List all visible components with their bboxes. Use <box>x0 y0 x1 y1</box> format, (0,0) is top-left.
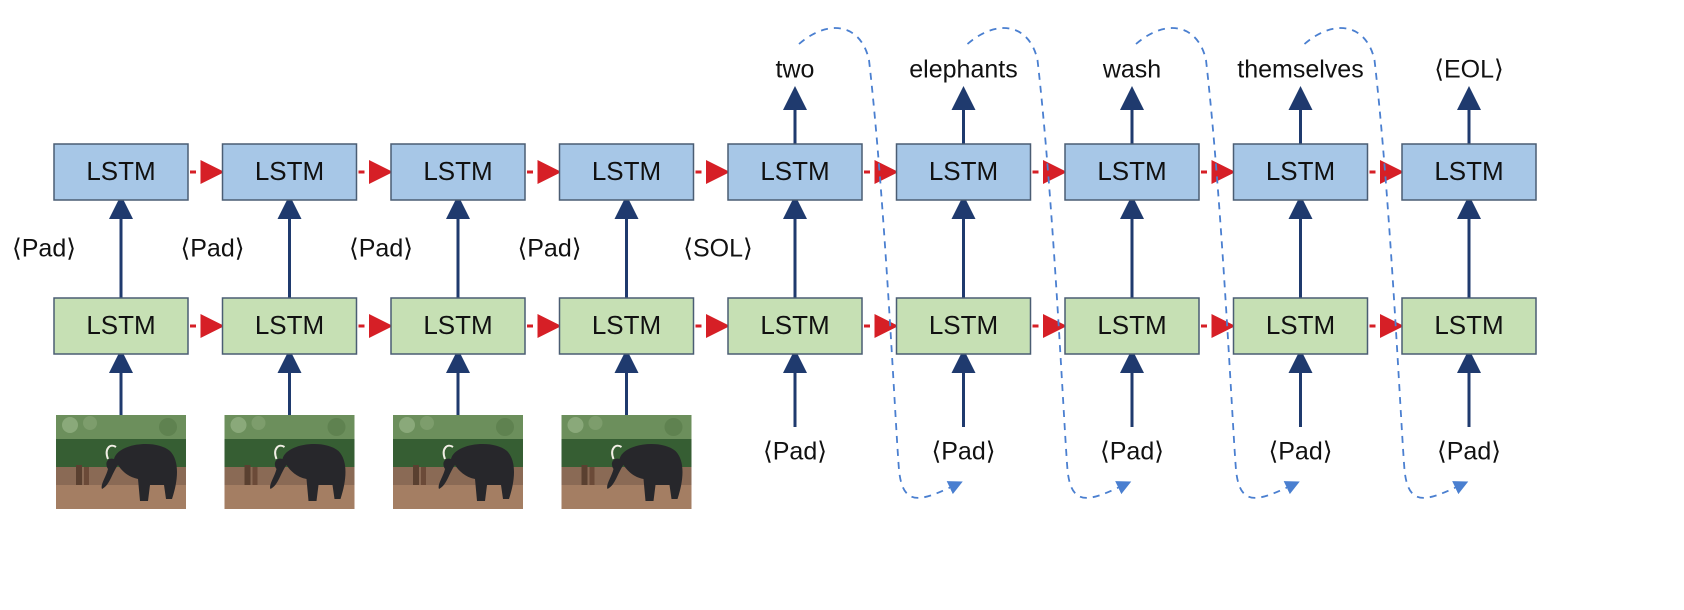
bottom-lstm-cell <box>1232 297 1369 355</box>
bottom-lstm-label: LSTM <box>423 310 492 340</box>
pad-token-label: ⟨Pad⟩ <box>932 438 996 466</box>
bottom-lstm-cell <box>1401 297 1537 355</box>
elephant-photo <box>393 415 523 509</box>
pad-token-label: ⟨Pad⟩ <box>1269 438 1333 466</box>
bottom-lstm-cell <box>727 297 863 355</box>
elephant-photo-icon <box>224 415 355 509</box>
top-input-label: ⟨Pad⟩ <box>12 235 76 263</box>
elephant-photo <box>224 415 355 509</box>
feedback-arrow <box>1303 27 1469 499</box>
pad-token-label: ⟨Pad⟩ <box>1437 438 1501 466</box>
bottom-lstm-cell <box>1064 297 1200 355</box>
elephant-photo-icon <box>561 415 692 509</box>
bottom-lstm-label: LSTM <box>255 310 324 340</box>
output-word-label: themselves <box>1237 56 1363 84</box>
connections <box>109 27 1481 499</box>
bottom-lstm-cell <box>895 297 1032 355</box>
top-lstm-cell <box>1064 143 1200 201</box>
top-lstm-cell <box>390 143 526 201</box>
top-lstm-label: LSTM <box>929 156 998 186</box>
output-word-label: wash <box>1102 56 1161 84</box>
top-lstm-cell <box>727 143 863 201</box>
bottom-lstm-label: LSTM <box>1434 310 1503 340</box>
top-lstm-label: LSTM <box>1266 156 1335 186</box>
elephant-photo-icon <box>56 415 186 509</box>
top-lstm-label: LSTM <box>423 156 492 186</box>
bottom-lstm-label: LSTM <box>760 310 829 340</box>
pad-token-label: ⟨Pad⟩ <box>763 438 827 466</box>
top-lstm-label: LSTM <box>1097 156 1166 186</box>
top-lstm-label: LSTM <box>760 156 829 186</box>
bottom-lstm-label: LSTM <box>1097 310 1166 340</box>
elephant-photo-icon <box>393 415 523 509</box>
pad-token-label: ⟨Pad⟩ <box>1100 438 1164 466</box>
top-lstm-cell <box>221 143 358 201</box>
feedback-arrow <box>798 27 963 499</box>
output-word-label: elephants <box>909 56 1017 84</box>
output-word-label: ⟨EOL⟩ <box>1434 56 1504 84</box>
top-lstm-label: LSTM <box>1434 156 1503 186</box>
bottom-lstm-cell <box>221 297 358 355</box>
bottom-lstm-label: LSTM <box>1266 310 1335 340</box>
top-lstm-cell <box>895 143 1032 201</box>
bottom-lstm-cell <box>53 297 189 355</box>
top-input-label: ⟨Pad⟩ <box>181 235 245 263</box>
feedback-arrow <box>1135 27 1300 499</box>
elephant-photo <box>561 415 692 509</box>
bottom-lstm-cell <box>558 297 695 355</box>
top-input-label: ⟨Pad⟩ <box>349 235 413 263</box>
top-lstm-cell <box>53 143 189 201</box>
top-lstm-label: LSTM <box>592 156 661 186</box>
output-word-label: two <box>776 56 815 84</box>
top-lstm-cell <box>1232 143 1369 201</box>
elephant-photo <box>56 415 186 509</box>
top-input-label: ⟨SOL⟩ <box>683 235 753 263</box>
bottom-lstm-label: LSTM <box>929 310 998 340</box>
top-lstm-cell <box>1401 143 1537 201</box>
bottom-lstm-cell <box>390 297 526 355</box>
top-lstm-cell <box>558 143 695 201</box>
top-lstm-label: LSTM <box>86 156 155 186</box>
bottom-lstm-label: LSTM <box>86 310 155 340</box>
feedback-arrow <box>966 27 1132 499</box>
bottom-lstm-label: LSTM <box>592 310 661 340</box>
top-lstm-label: LSTM <box>255 156 324 186</box>
nodes: ⟨Pad⟩ LSTM LSTM ⟨Pad⟩ LSTM LSTM ⟨Pad⟩ LSTM LSTM ⟨… <box>12 56 1537 509</box>
top-input-label: ⟨Pad⟩ <box>518 235 582 263</box>
